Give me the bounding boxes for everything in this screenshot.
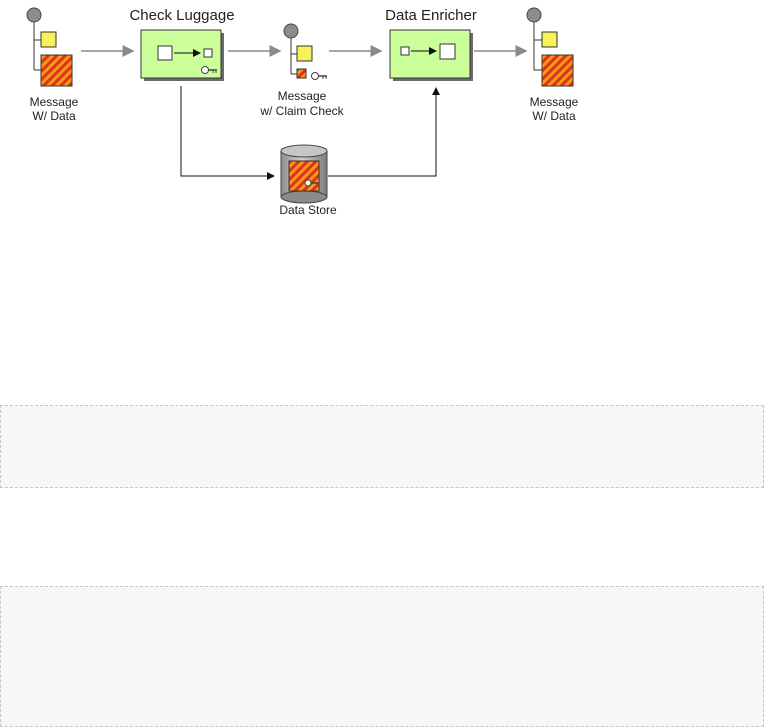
message-out-label-line2: W/ Data	[532, 109, 576, 123]
data-store-icon	[280, 144, 328, 204]
key-icon	[201, 66, 217, 74]
claim-key-icon	[311, 72, 327, 80]
message-claim-icon	[283, 23, 313, 79]
data-enricher-box	[389, 29, 473, 81]
code-block-2	[0, 586, 764, 727]
check-luggage-title: Check Luggage	[129, 7, 234, 24]
data-enricher-title: Data Enricher	[385, 7, 477, 24]
message-in-label-line1: Message	[30, 95, 79, 109]
message-claim-label-line2: w/ Claim Check	[259, 104, 344, 118]
data-store-label: Data Store	[279, 203, 337, 217]
claim-check-diagram: Message W/ Data Check Luggage Message w/…	[26, 7, 579, 217]
check-luggage-box	[140, 29, 224, 81]
code-block-1	[0, 405, 764, 488]
message-in-icon	[26, 7, 73, 87]
message-in-label-line2: W/ Data	[32, 109, 76, 123]
message-out-label-line1: Message	[530, 95, 579, 109]
message-out-icon	[526, 7, 574, 87]
connector-to-data-store	[180, 86, 275, 180]
message-claim-label-line1: Message	[278, 89, 327, 103]
connector-from-data-store	[328, 87, 440, 177]
